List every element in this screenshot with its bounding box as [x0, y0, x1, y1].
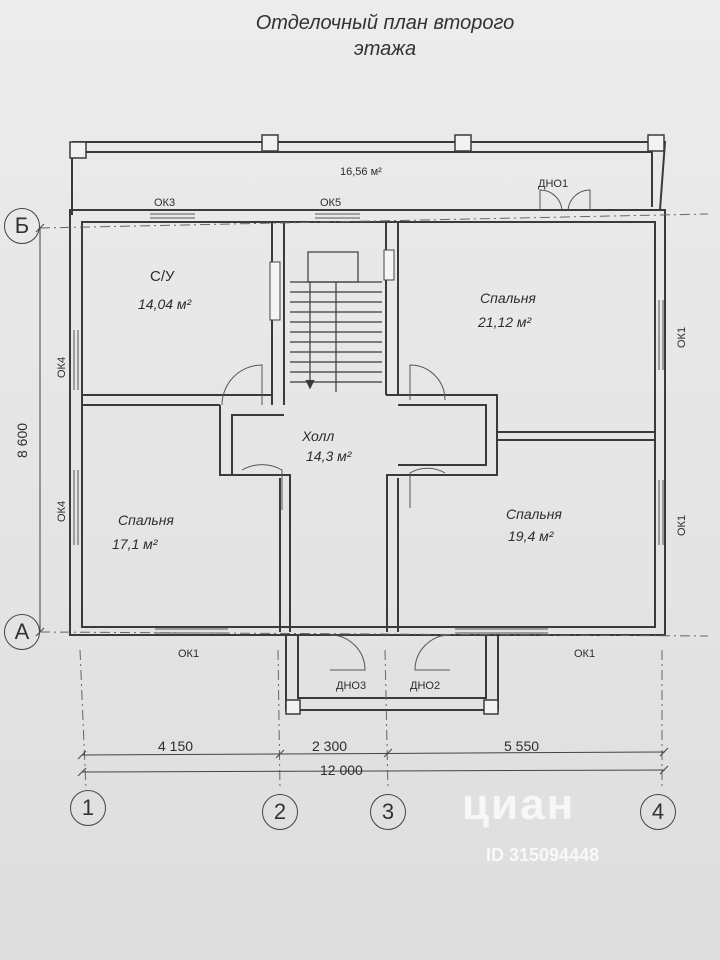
fixture [383, 249, 395, 281]
dimension-seg3: 5 550 [504, 738, 540, 754]
hall-area: 14,3 м² [306, 448, 352, 464]
bath-area: 14,04 м² [138, 296, 192, 312]
axis-marker-a: А [4, 614, 40, 650]
window-label-ok1-right-top: ОК1 [676, 326, 688, 348]
window-label-ok3: ОК3 [154, 197, 176, 209]
hall-name: Холл [302, 428, 335, 444]
dimension-seg1: 4 150 [158, 738, 194, 754]
axis-marker-3: 3 [370, 794, 406, 830]
bath-fixture [269, 261, 281, 321]
outer-wall-outer [69, 209, 666, 636]
wall-hall-bottom-left [232, 474, 291, 632]
wall-bath-bottom [82, 394, 272, 406]
balcony-area: 16,56 м² [340, 166, 382, 178]
bedroom-w-name: Спальня [118, 512, 174, 528]
column [454, 134, 472, 152]
dimension-height: 8 600 [14, 422, 30, 458]
axis-lines [39, 213, 709, 791]
staircase [290, 251, 382, 392]
bedroom-se-name: Спальня [506, 506, 562, 522]
door-swings [221, 189, 591, 671]
bedroom-ne-name: Спальня [480, 290, 536, 306]
axis-marker-b: Б [4, 208, 40, 244]
column [483, 699, 499, 715]
window-label-ok1-bottom-left: ОК1 [178, 648, 200, 660]
bath-name: С/У [150, 268, 175, 285]
wall-hall-left [219, 405, 284, 476]
dimension-total: 12 000 [320, 762, 363, 778]
bedroom-se-area: 19,4 м² [508, 528, 554, 544]
door-label-dno3: ДНО3 [336, 680, 367, 692]
balcony-inner-line [82, 151, 653, 207]
axis-marker-2: 2 [262, 794, 298, 830]
column [69, 141, 87, 159]
column [261, 134, 279, 152]
axis-marker-4: 4 [640, 794, 676, 830]
column [647, 134, 665, 152]
porch-walls [285, 635, 499, 711]
column [285, 699, 301, 715]
window-label-ok4-left-bottom: ОК4 [56, 500, 68, 522]
wall-hall-right [386, 394, 498, 632]
window-label-ok1-right-bottom: ОК1 [676, 514, 688, 536]
axis-marker-1: 1 [70, 790, 106, 826]
window-label-ok5: ОК5 [320, 197, 342, 209]
wall-hall-right-inner [398, 404, 487, 466]
dimension-seg2: 2 300 [312, 738, 348, 754]
door-label-dno1: ДНО1 [538, 178, 569, 190]
dimension-lines [35, 223, 669, 777]
window-label-ok4-left-top: ОК4 [56, 356, 68, 378]
wall-stair-right [284, 221, 399, 395]
door-label-dno2: ДНО2 [410, 680, 441, 692]
window-label-ok1-bottom-right: ОК1 [574, 648, 596, 660]
watermark-id: ID 315094448 [486, 845, 600, 865]
bedroom-w-area: 17,1 м² [112, 536, 158, 552]
bedroom-ne-area: 21,12 м² [478, 314, 532, 330]
watermark-brand: циан [462, 780, 576, 829]
plan-title-line1: Отделочный план второго [255, 12, 515, 34]
plan-title-line2: этажа [353, 38, 417, 60]
wall-bedrooms-right-divider [497, 431, 655, 441]
